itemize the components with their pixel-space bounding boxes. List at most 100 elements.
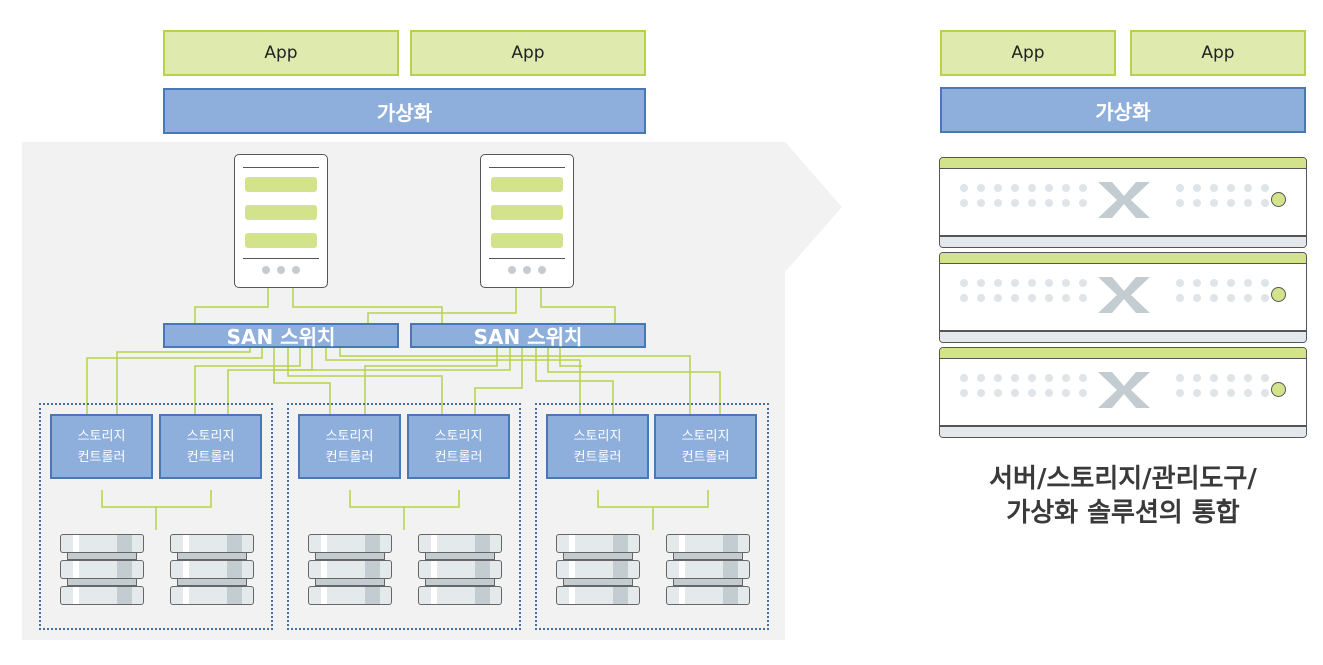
disk-platter [170,586,254,605]
disk-spacer [425,578,495,586]
disk-platter [308,586,392,605]
san-switch-1: SAN 스위치 [163,323,399,348]
integration-caption: 서버/스토리지/관리도구/ 가상화 솔루션의 통합 [940,462,1306,530]
controller-label: 스토리지 [325,428,374,444]
disk-stack-icon [418,534,502,606]
wire [194,347,301,415]
status-dot [277,266,285,274]
disk-spacer [67,578,137,586]
controller-label: 컨트롤러 [681,449,730,465]
disk-platter [60,560,144,579]
wire [535,347,614,415]
controller-label: 컨트롤러 [77,449,126,465]
wire [547,347,721,415]
status-led-icon [1271,192,1286,207]
disk-platter [666,560,750,579]
wire [292,287,443,324]
server-slot [491,177,563,192]
app-label: App [264,43,298,63]
status-dot [262,266,270,274]
controller-label: 스토리지 [681,428,730,444]
disk-platter [418,560,502,579]
disk-platter [556,534,640,553]
controller-label: 스토리지 [77,428,126,444]
hyperconverged-node [939,347,1307,438]
storage-group-2 [287,403,521,630]
divider [243,258,319,259]
san-switch-label: SAN 스위치 [226,324,336,349]
node-base [940,235,1306,247]
caption-line: 서버/스토리지/관리도구/ [989,464,1257,494]
wire [86,347,263,415]
disk-platter [308,560,392,579]
node-top-bar [940,158,1306,169]
disk-spacer [67,552,137,560]
app-box-right-2: App [1130,30,1306,76]
wire [273,347,511,383]
server-1 [234,154,328,288]
disk-stack-icon [60,534,144,606]
disk-spacer [563,552,633,560]
status-dot [508,266,516,274]
controller-label: 컨트롤러 [434,449,483,465]
disk-platter [418,534,502,553]
app-label: App [1201,43,1235,63]
app-box-left-2: App [410,30,646,76]
server-slot [245,177,317,192]
wire [339,347,691,415]
server-slot [491,233,563,248]
status-led-icon [1271,382,1286,397]
controller-label: 스토리지 [434,428,483,444]
disk-platter [418,586,502,605]
disk-platter [60,534,144,553]
disk-spacer [315,578,385,586]
disk-spacer [177,578,247,586]
wire [474,347,523,415]
wire [364,347,498,415]
disk-platter [666,534,750,553]
disk-stack-icon [170,534,254,606]
disk-platter [556,586,640,605]
wire [540,287,616,324]
status-dot [523,266,531,274]
caption-line: 가상화 솔루션의 통합 [1006,498,1240,528]
wire [367,287,517,324]
controller-label: 스토리지 [573,428,622,444]
wire [559,347,582,367]
disk-platter [308,534,392,553]
hyperconverged-node [939,252,1307,343]
nutanix-x-icon [1098,182,1150,218]
controller-label: 컨트롤러 [325,449,374,465]
storage-group-3 [535,403,769,630]
san-switch-2: SAN 스위치 [410,323,646,348]
wire [227,347,313,415]
disk-platter [666,586,750,605]
wire [194,287,269,324]
disk-stack-icon [666,534,750,606]
san-switch-label: SAN 스위치 [473,324,583,349]
app-box-left-1: App [163,30,399,76]
disk-spacer [315,552,385,560]
disk-platter [556,560,640,579]
hyperconverged-node [939,157,1307,248]
divider [243,167,319,168]
disk-spacer [673,578,743,586]
disk-spacer [563,578,633,586]
app-box-right-1: App [940,30,1116,76]
status-led-icon [1271,287,1286,302]
controller-label: 컨트롤러 [573,449,622,465]
server-slot [245,233,317,248]
controller-label: 컨트롤러 [186,449,235,465]
divider [489,167,565,168]
node-base [940,330,1306,342]
wire [273,347,331,415]
node-top-bar [940,348,1306,359]
virtualization-label: 가상화 [1095,99,1151,124]
disk-stack-icon [556,534,640,606]
status-dot [292,266,300,274]
disk-stack-icon [308,534,392,606]
